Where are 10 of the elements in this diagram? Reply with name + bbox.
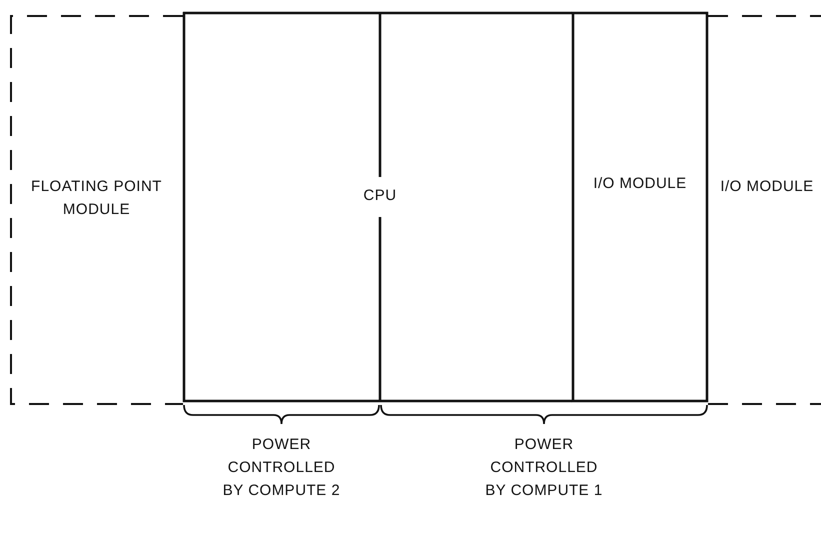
bracket-label: POWER CONTROLLED BY COMPUTE 1 — [484, 435, 604, 501]
module-label: FLOATING POINT MODULE — [30, 177, 163, 220]
module-box — [10, 15, 183, 405]
module-box — [572, 12, 708, 402]
module-label: CPU — [362, 186, 398, 206]
module-label: I/O MODULE — [719, 177, 815, 197]
module-label: I/O MODULE — [592, 174, 688, 194]
module-box — [708, 15, 821, 405]
bracket-label: POWER CONTROLLED BY COMPUTE 2 — [222, 435, 342, 501]
cpu-box — [183, 12, 572, 402]
